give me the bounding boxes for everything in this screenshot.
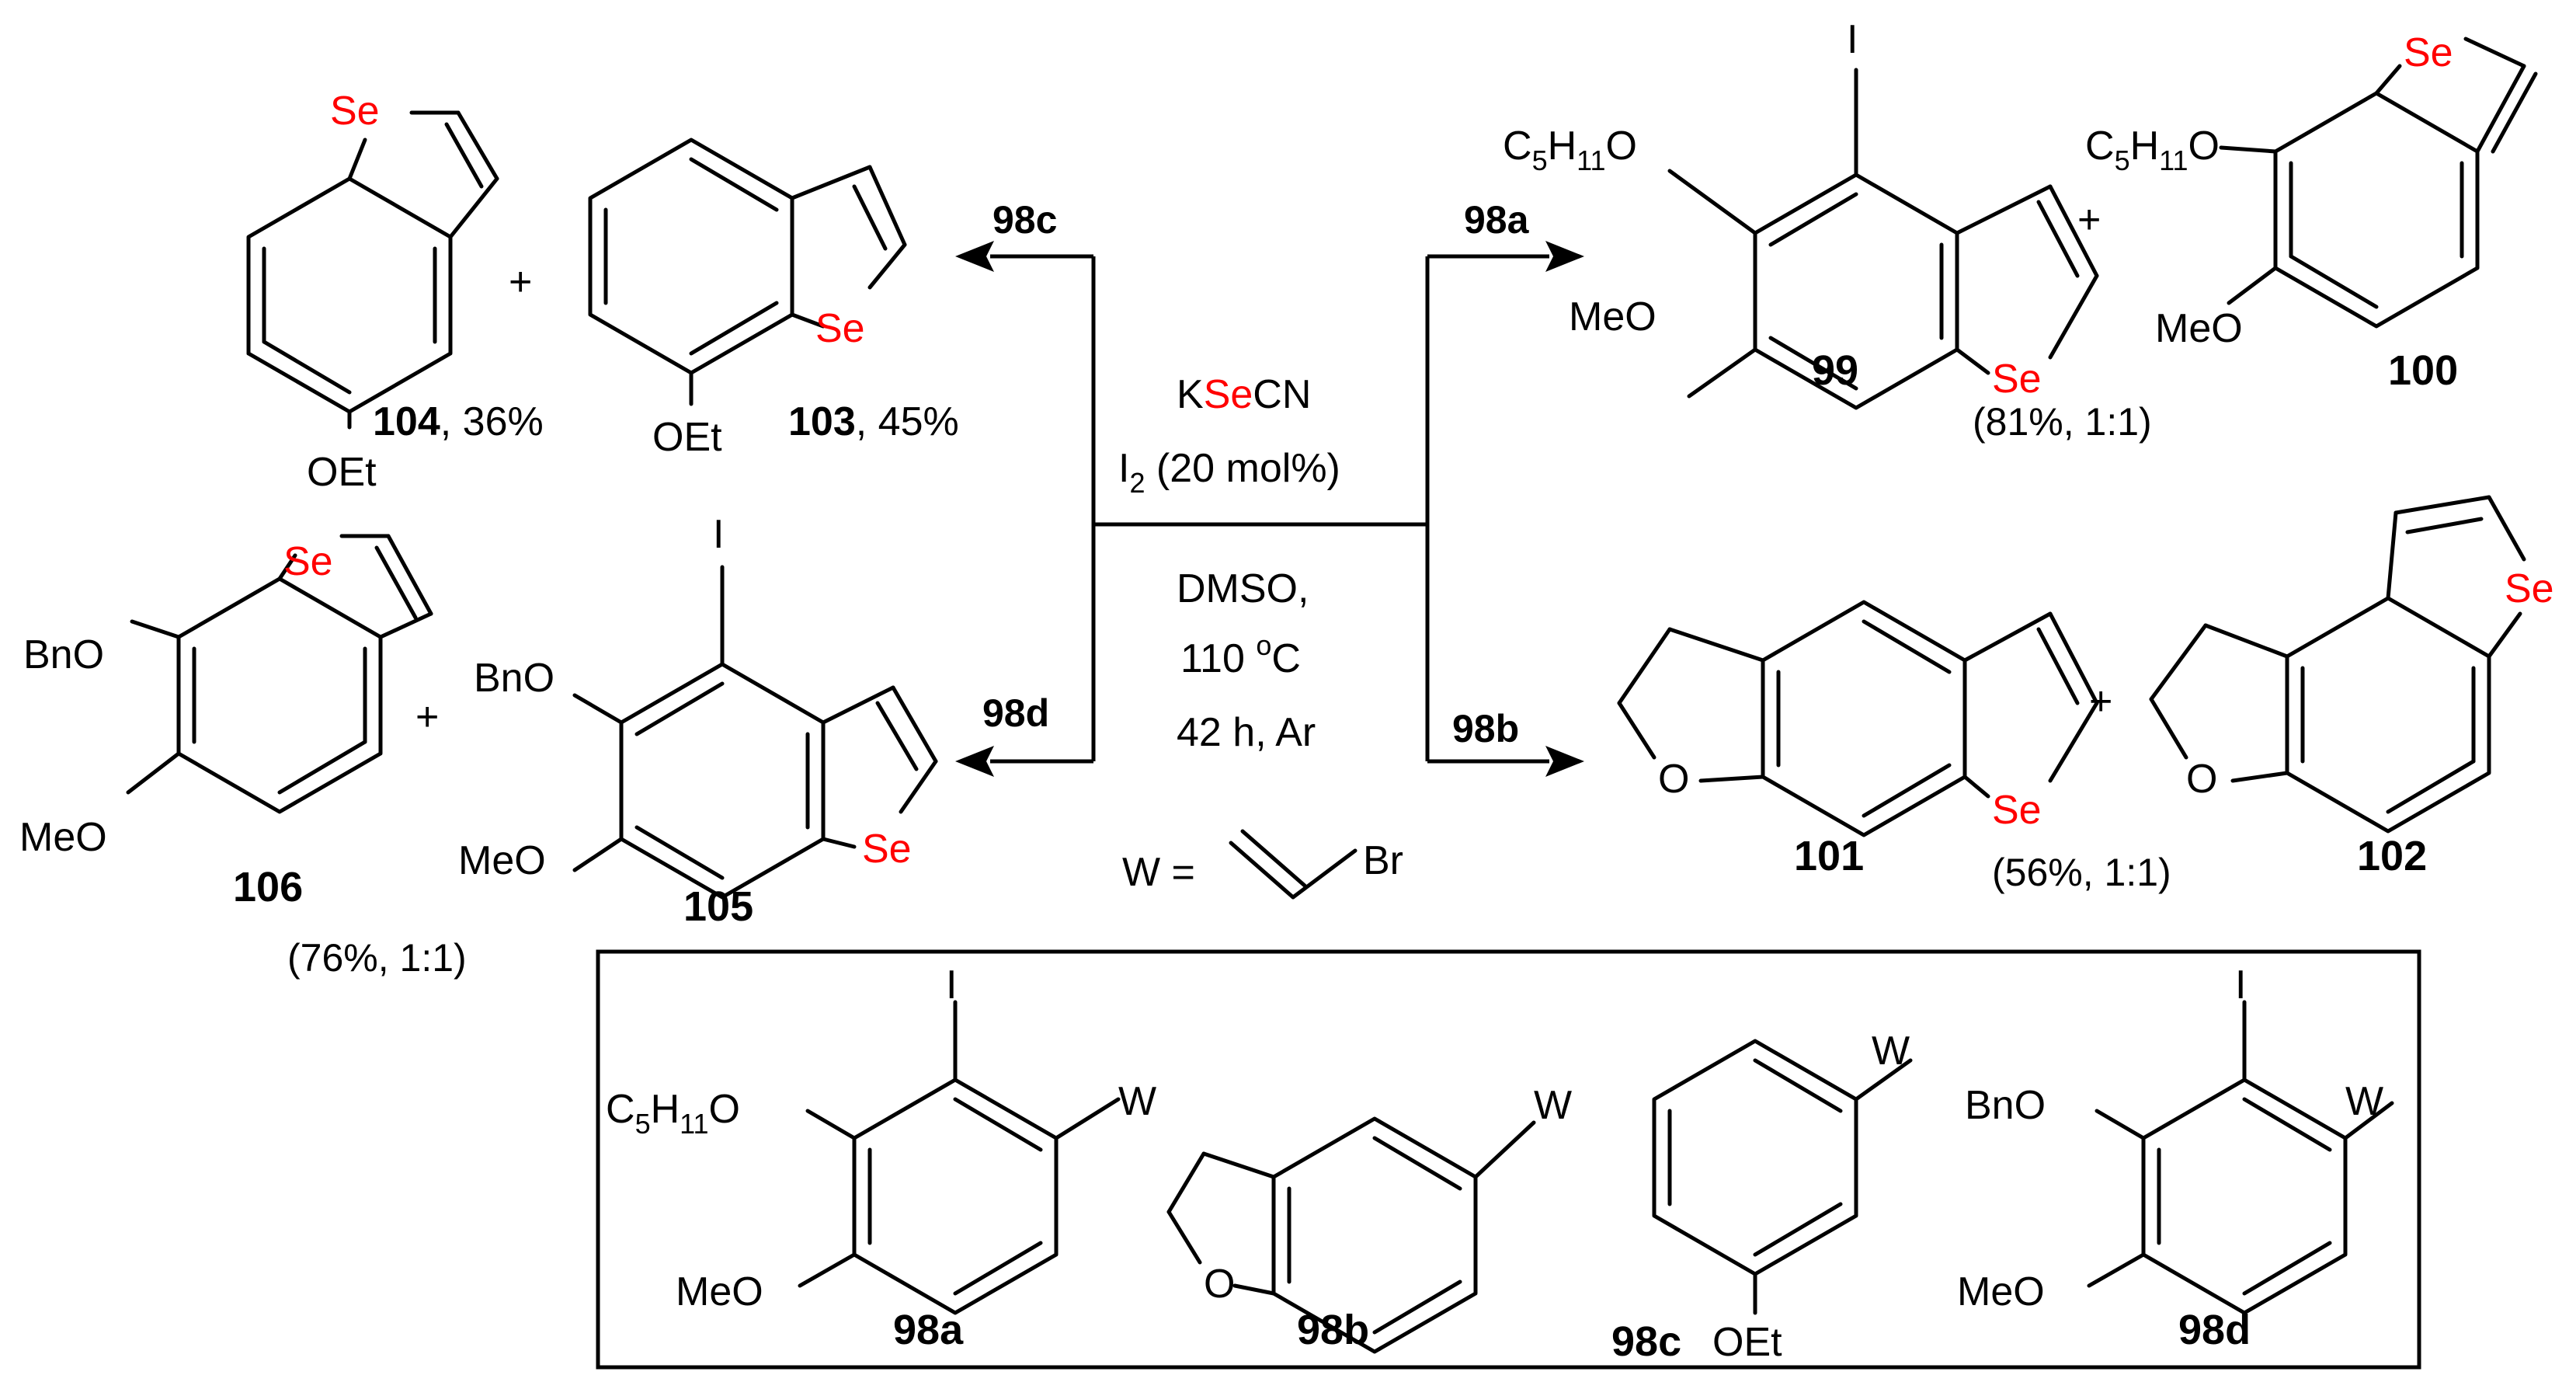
reagent-temperature: 110 oC [1180,629,1301,681]
substrate-98c-label: 98c [1611,1318,1681,1365]
central-arrow-system: 98a 98b 98c 98d KSeCN I2 (20 mol%) DMSO,… [955,198,1584,900]
substrate-98d-benzyloxy: BnO [1965,1083,2046,1128]
substrate-98d-iodo: I [2235,963,2246,1008]
substrate-98a-iodo: I [946,963,957,1008]
compound-105-se: Se [862,827,912,872]
plus-99-100: + [2077,197,2101,242]
compound-105 [572,565,938,900]
reagent-solvent: DMSO, [1177,566,1309,611]
compound-99-se: Se [1992,357,2042,402]
substrate-98c-ethoxy: OEt [1712,1320,1782,1365]
w-bromine: Br [1363,838,1403,883]
compound-102-oxygen: O [2186,757,2217,802]
substrate-98b-w: W [1534,1083,1572,1128]
compound-101-label: 101 [1794,833,1864,879]
compound-105-benzyloxy: BnO [474,656,554,701]
compound-106 [126,534,433,814]
compound-101-oxygen: O [1658,757,1689,802]
compound-99-methoxy: MeO [1569,294,1656,339]
substrate-98d-w: W [2345,1079,2383,1124]
compound-100-methoxy: MeO [2155,306,2243,351]
arrow-head-98a [1545,241,1584,272]
compound-104-label: 104, 36% [373,399,544,444]
yield-101-102: (56%, 1:1) [1992,851,2171,894]
compound-106-label: 106 [233,864,303,910]
arrow-label-98a: 98a [1464,198,1530,242]
vinyl-bromide-structure [1229,829,1358,900]
reagent-iodine: I2 (20 mol%) [1118,446,1340,499]
arrow-label-98d: 98d [982,691,1049,735]
compound-99-iodo: I [1847,17,1858,62]
compound-106-benzyloxy: BnO [23,632,104,677]
compound-100-label: 100 [2388,347,2458,394]
compound-100-se: Se [2404,30,2453,75]
arrow-head-98d [955,746,994,777]
substrate-98b-oxygen: O [1204,1262,1235,1307]
substrate-98a-label: 98a [893,1307,964,1353]
substrate-98b-label: 98b [1297,1307,1369,1353]
compound-101 [1617,600,2099,837]
w-definition-label: W = [1122,850,1195,895]
compound-104-se: Se [330,89,380,134]
compound-103 [588,138,907,406]
arrow-label-98c: 98c [993,198,1057,242]
compound-103-ethoxy: OEt [652,415,722,460]
compound-102-se: Se [2505,566,2554,611]
compound-100-pentyloxy: C5H11O [2085,124,2220,176]
substrate-98a-pentyloxy: C5H11O [606,1087,740,1140]
compound-106-methoxy: MeO [19,815,107,860]
yield-99-100: (81%, 1:1) [1973,400,2152,444]
substrate-98a-methoxy: MeO [676,1269,763,1314]
substrate-98a-w: W [1118,1079,1156,1124]
compound-102-label: 102 [2357,833,2427,879]
compound-105-label: 105 [683,883,753,930]
compound-106-se: Se [283,539,333,584]
compound-102 [2149,495,2526,834]
plus-103-104: + [509,259,532,305]
reagent-ksecn: KSeCN [1177,372,1311,417]
compound-100 [2219,37,2538,329]
substrate-98a [798,1000,1121,1315]
arrow-label-98b: 98b [1452,707,1519,750]
substrate-98d-methoxy: MeO [1957,1269,2045,1314]
compound-99 [1667,68,2099,410]
arrow-head-98b [1545,746,1584,777]
yield-105-106: (76%, 1:1) [287,936,467,980]
compound-103-se: Se [815,306,865,351]
compound-104 [246,110,499,430]
substrate-98c-w: W [1872,1029,1910,1074]
compound-103-label: 103, 45% [788,399,959,444]
compound-99-label: 99 [1812,347,1858,394]
reagent-time: 42 h, Ar [1177,710,1316,755]
plus-105-106: + [415,695,439,740]
compound-105-iodo: I [713,512,724,557]
compound-101-se: Se [1992,788,2042,833]
plus-101-102: + [2089,679,2112,724]
substrate-98c [1652,1039,1913,1315]
arrow-head-98c [955,241,994,272]
substrate-98d-label: 98d [2178,1307,2251,1353]
compound-99-pentyloxy: C5H11O [1503,124,1637,176]
compound-104-ethoxy: OEt [307,450,377,495]
substrate-box [596,949,2421,1370]
compound-105-methoxy: MeO [458,838,546,883]
substrate-98d [2087,1000,2394,1315]
substrate-98b [1166,1116,1536,1354]
